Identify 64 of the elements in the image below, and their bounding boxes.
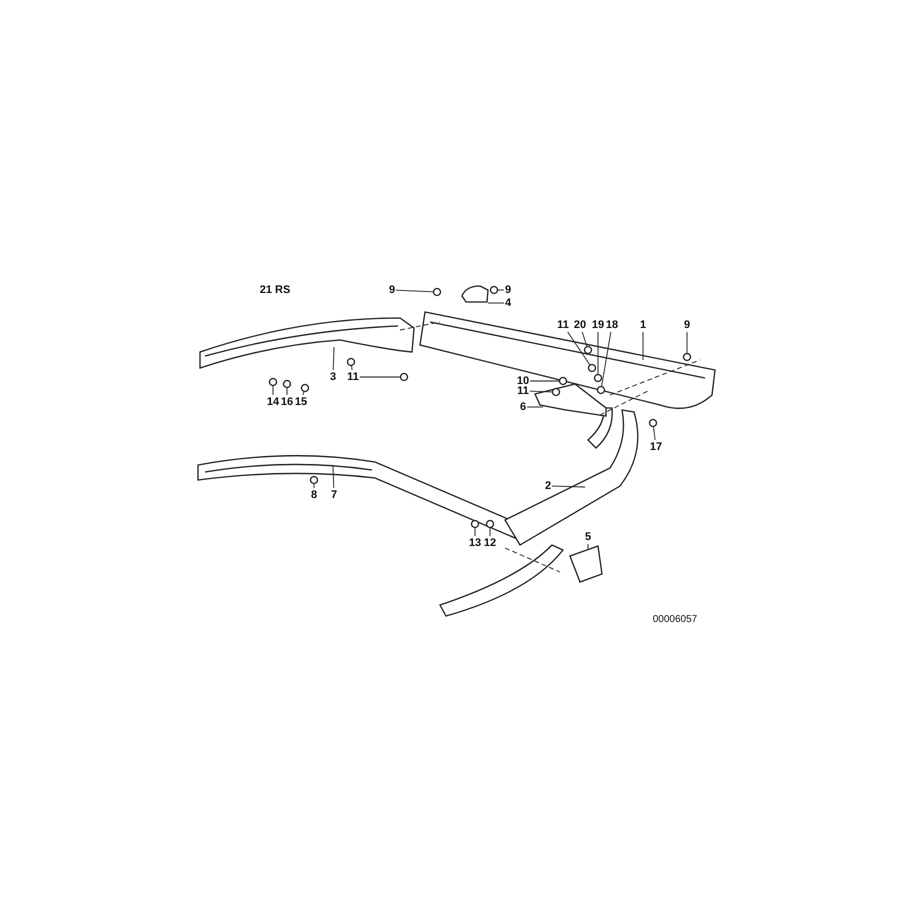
callout-number: 3 [330, 371, 336, 383]
callout-number: 7 [330, 489, 338, 501]
leader-line [530, 380, 560, 382]
callout-number: 5 [584, 531, 592, 543]
fastener-icon [594, 374, 602, 382]
leader-line [552, 486, 586, 488]
callout-number: 16 [280, 396, 294, 408]
fastener-icon [588, 364, 596, 372]
callout-number: 10 [516, 375, 530, 387]
fastener-icon [682, 352, 692, 362]
fastener-icon [558, 376, 568, 386]
leader-line [642, 332, 644, 360]
leader-line [582, 332, 588, 348]
leader-line [652, 426, 656, 440]
fastener-icon [584, 346, 592, 354]
callout-number: 9 [504, 284, 512, 296]
callout-number: 14 [266, 396, 280, 408]
callout-number: 11 [557, 319, 569, 331]
fastener-icon [310, 476, 318, 484]
callout-number: 20 [574, 319, 586, 331]
callout-number: 17 [650, 441, 662, 453]
callout-number: 12 [484, 537, 496, 549]
leader-line [396, 290, 434, 292]
leader-line [286, 387, 288, 396]
callout-number: 2 [544, 480, 552, 492]
fastener-icon [596, 386, 606, 394]
leader-line [332, 464, 334, 488]
callout-number: 11 [517, 385, 529, 397]
leader-line [526, 406, 544, 408]
leader-line [567, 332, 590, 366]
fastener-icon [490, 286, 498, 294]
fastener-icon [470, 520, 480, 528]
callout-number: 9 [388, 284, 396, 296]
callout-number: 1 [640, 319, 646, 331]
fastener-icon [432, 288, 442, 296]
leader-line [332, 346, 334, 370]
reference-number: 00006057 [652, 614, 698, 626]
leader-line [302, 390, 304, 396]
leader-line [601, 332, 612, 387]
callout-number: 18 [606, 319, 618, 331]
callout-number: 11 [347, 371, 359, 383]
fastener-icon [400, 372, 408, 382]
diagram-code: 21 RS [260, 284, 290, 296]
callout-number: 19 [592, 319, 604, 331]
fastener-icon [486, 520, 494, 528]
leader-line [488, 302, 504, 304]
callout-number: 13 [468, 537, 482, 549]
fastener-icon [346, 358, 356, 366]
callout-number: 15 [294, 396, 308, 408]
leader-line [272, 385, 274, 396]
fastener-icon [300, 384, 310, 392]
fastener-icon [268, 378, 278, 386]
leader-line [474, 527, 476, 536]
leader-line [529, 390, 553, 392]
leader-line [351, 365, 353, 370]
callout-number: 9 [684, 319, 690, 331]
callout-number: 4 [504, 297, 512, 309]
leader-line [359, 376, 401, 378]
fastener-icon [282, 380, 292, 388]
callout-number: 8 [310, 489, 318, 501]
callout-number: 6 [520, 401, 526, 413]
fastener-icon [552, 388, 560, 396]
fastener-icon [648, 418, 658, 428]
leader-line [686, 332, 688, 354]
